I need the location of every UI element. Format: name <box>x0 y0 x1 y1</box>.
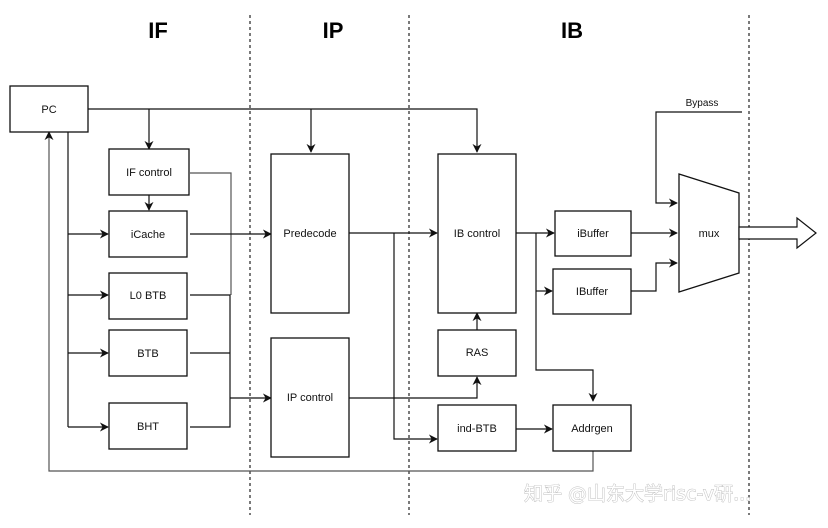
wire-addrgen-feedback <box>44 131 594 472</box>
block-ib-control: IB control <box>437 153 517 314</box>
block-icache: iCache <box>108 210 188 258</box>
stage-label-ib: IB <box>561 18 583 43</box>
block-ibuffer-2: IBuffer <box>552 268 632 315</box>
block-pc-label: PC <box>41 104 56 116</box>
block-predecode-label: Predecode <box>283 228 336 240</box>
block-bht-label: BHT <box>137 421 159 433</box>
block-l0-btb: L0 BTB <box>108 272 188 320</box>
stage-label-ip: IP <box>323 18 344 43</box>
block-ibuffer-1-label: iBuffer <box>577 228 609 240</box>
wire-ibuffer2-to-mux <box>631 258 678 292</box>
stage-label-if: IF <box>148 18 168 43</box>
block-predecode: Predecode <box>270 153 350 314</box>
block-btb: BTB <box>108 329 188 377</box>
block-if-control-label: IF control <box>126 167 172 179</box>
block-ras: RAS <box>437 329 517 377</box>
output-arrow-icon <box>738 216 817 250</box>
block-ip-control-label: IP control <box>287 392 333 404</box>
wire-pc-bus <box>88 108 482 153</box>
block-if-control: IF control <box>108 148 190 196</box>
block-ras-label: RAS <box>466 347 489 359</box>
bypass-label: Bypass <box>686 98 719 109</box>
wire-l0btb-out <box>190 294 231 398</box>
wire-predecode-to-indbtb <box>393 233 438 444</box>
block-addrgen-label: Addrgen <box>571 423 613 435</box>
block-ip-control: IP control <box>270 337 350 458</box>
wire-ifcontrol-out <box>190 172 232 295</box>
block-icache-label: iCache <box>131 229 165 241</box>
wire-bypass <box>655 111 742 208</box>
block-mux: mux <box>678 173 740 293</box>
wire-bht-out <box>190 398 231 428</box>
block-ib-control-label: IB control <box>454 228 500 240</box>
block-ind-btb: ind-BTB <box>437 404 517 452</box>
block-l0-btb-label: L0 BTB <box>130 290 167 302</box>
wire-ibcontrol-branch <box>535 233 598 402</box>
block-pc: PC <box>9 85 89 133</box>
block-mux-label: mux <box>699 228 720 240</box>
block-bht: BHT <box>108 402 188 450</box>
block-btb-label: BTB <box>137 348 158 360</box>
block-ibuffer-2-label: IBuffer <box>576 286 609 298</box>
wire-ipcontrol-to-ras <box>349 376 482 399</box>
block-ibuffer-1: iBuffer <box>554 210 632 257</box>
block-ind-btb-label: ind-BTB <box>457 423 497 435</box>
block-addrgen: Addrgen <box>552 404 632 452</box>
watermark-text: 知乎 @山东大学risc-v研... <box>524 483 751 505</box>
